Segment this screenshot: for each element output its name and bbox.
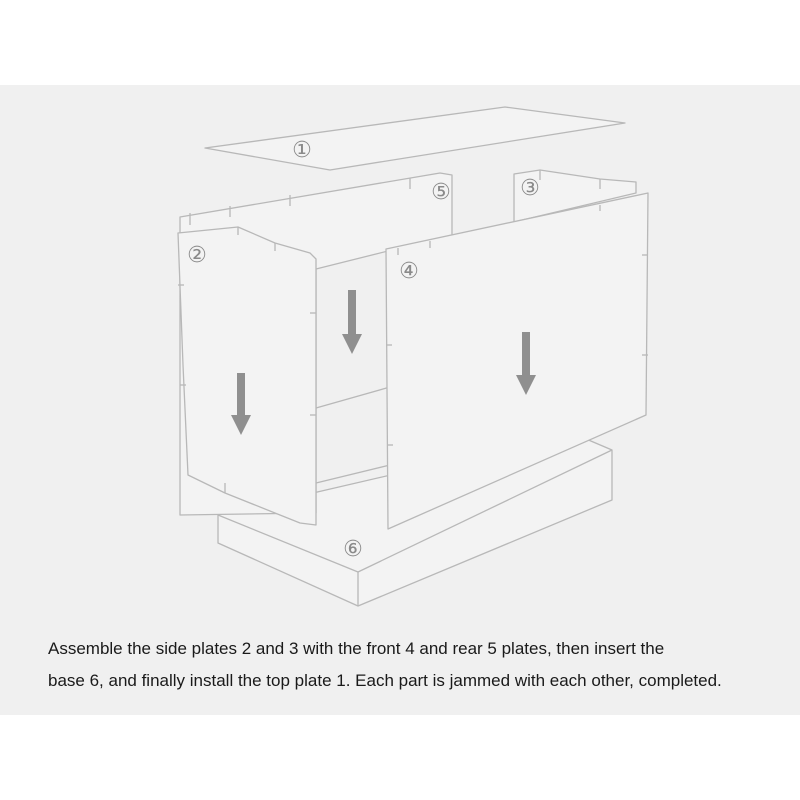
label-top-plate: ① — [292, 138, 312, 163]
label-rear-plate: ⑤ — [431, 180, 451, 205]
label-side-plate-2: ② — [187, 243, 207, 268]
diagram-panel: ① ② ③ ④ ⑤ ⑥ Assemble the side plates 2 a… — [0, 85, 800, 715]
down-arrow-icon — [516, 332, 536, 395]
instruction-caption: Assemble the side plates 2 and 3 with th… — [48, 633, 788, 697]
label-base-plate: ⑥ — [343, 537, 363, 562]
front-plate-4 — [385, 192, 649, 530]
caption-line-2: base 6, and finally install the top plat… — [48, 671, 722, 690]
label-side-plate-3: ③ — [520, 176, 540, 201]
assembly-diagram: ① ② ③ ④ ⑤ ⑥ — [177, 106, 649, 607]
side-plate-2 — [177, 226, 317, 526]
down-arrow-icon — [231, 373, 251, 435]
down-arrow-icon — [342, 290, 362, 354]
top-plate-1 — [204, 106, 626, 171]
caption-line-1: Assemble the side plates 2 and 3 with th… — [48, 639, 665, 658]
label-front-plate: ④ — [399, 259, 419, 284]
